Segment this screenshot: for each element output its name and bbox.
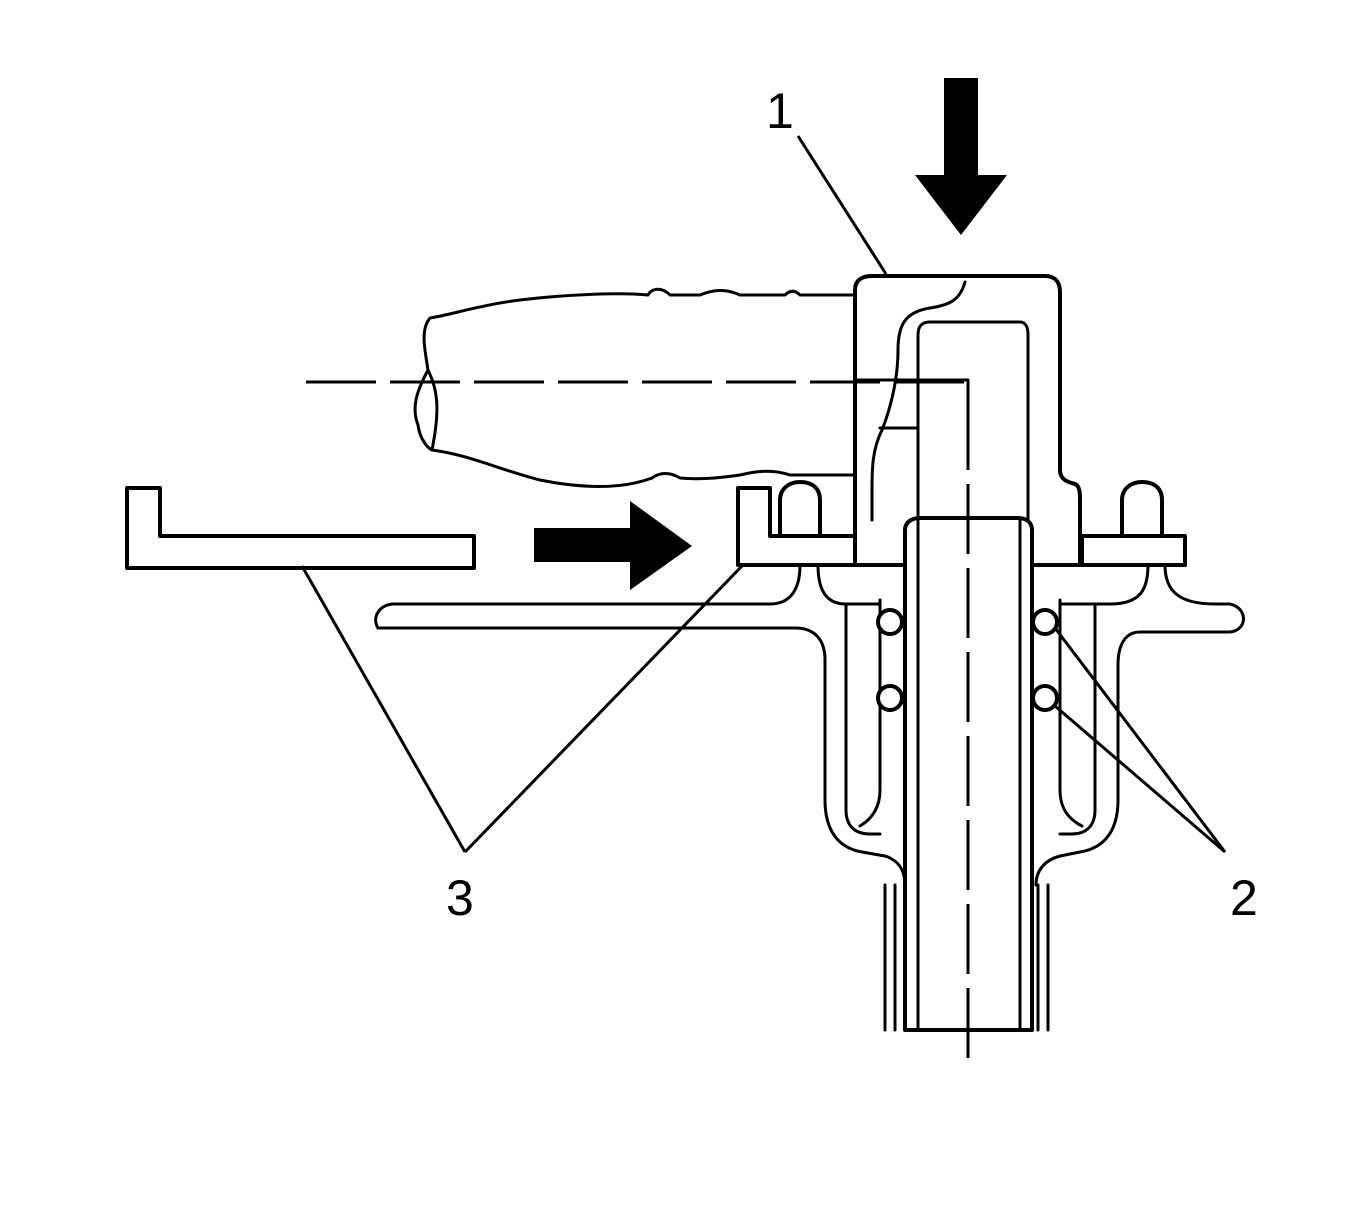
bolt-left <box>778 480 822 542</box>
callout-2: 2 <box>1230 870 1258 926</box>
o-ring-left-upper <box>876 608 904 636</box>
o-ring-seals <box>876 608 1059 712</box>
leader-3a <box>300 565 467 853</box>
retainer-clip-installed <box>736 486 857 567</box>
right-arrow-icon <box>534 501 692 590</box>
o-ring-right-lower <box>1031 684 1059 712</box>
leader-lines <box>300 135 1227 854</box>
leader-2a <box>1053 627 1227 853</box>
leader-3b <box>463 564 744 854</box>
callout-3: 3 <box>446 870 474 926</box>
leader-2b <box>1054 704 1226 854</box>
leader-1 <box>796 135 888 275</box>
retainer-clip-right <box>1080 534 1187 567</box>
boot-hose <box>413 287 862 488</box>
center-line <box>306 380 970 1072</box>
callout-1: 1 <box>766 83 794 139</box>
o-ring-left-lower <box>876 684 904 712</box>
down-arrow-icon <box>915 78 1007 235</box>
housing-flange <box>374 563 1245 887</box>
retainer-clip-loose <box>125 486 476 570</box>
bolt-right <box>1120 480 1164 542</box>
o-ring-right-upper <box>1031 608 1059 636</box>
